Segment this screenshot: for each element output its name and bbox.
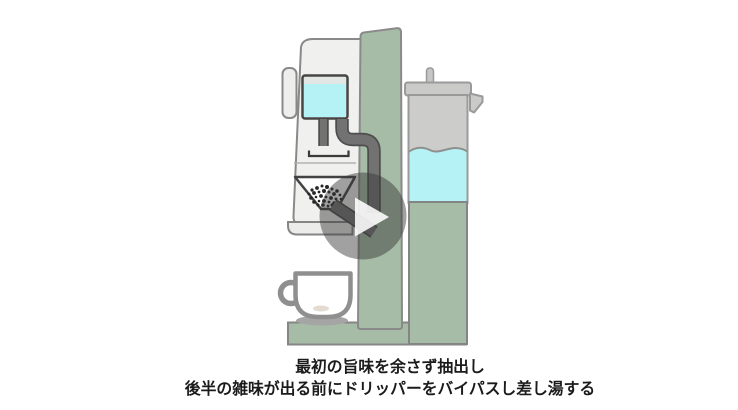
play-icon [355, 197, 389, 237]
water-window [301, 74, 349, 120]
window-water [304, 84, 346, 117]
water-surface-line [407, 146, 469, 153]
water-tank [404, 67, 484, 204]
dripper-slot [307, 150, 350, 158]
window-air-gap [304, 77, 346, 85]
coffee-in-cup [313, 305, 329, 312]
window-frame [301, 74, 349, 120]
coffee-grounds-icon [307, 184, 343, 208]
dripper [293, 175, 357, 211]
bypass-pipe [337, 119, 379, 213]
drip-tray [287, 221, 354, 236]
tower-column [408, 201, 468, 345]
machine-side-tab [281, 67, 298, 119]
tank-spout [469, 92, 484, 114]
caption-line-1: 最初の旨味を余さず抽出し [295, 359, 485, 376]
cup-body [293, 271, 353, 320]
caption-line-2: 後半の雑味が出る前にドリッパーをバイパスし差し湯する [184, 380, 596, 398]
play-button[interactable] [319, 172, 407, 260]
tank-water-level [408, 147, 468, 203]
caption: 最初の旨味を余さず抽出し 後半の雑味が出る前にドリッパーをバイパスし差し湯する [21, 357, 738, 400]
coffee-cup [277, 271, 353, 326]
tank-lid [404, 81, 472, 97]
